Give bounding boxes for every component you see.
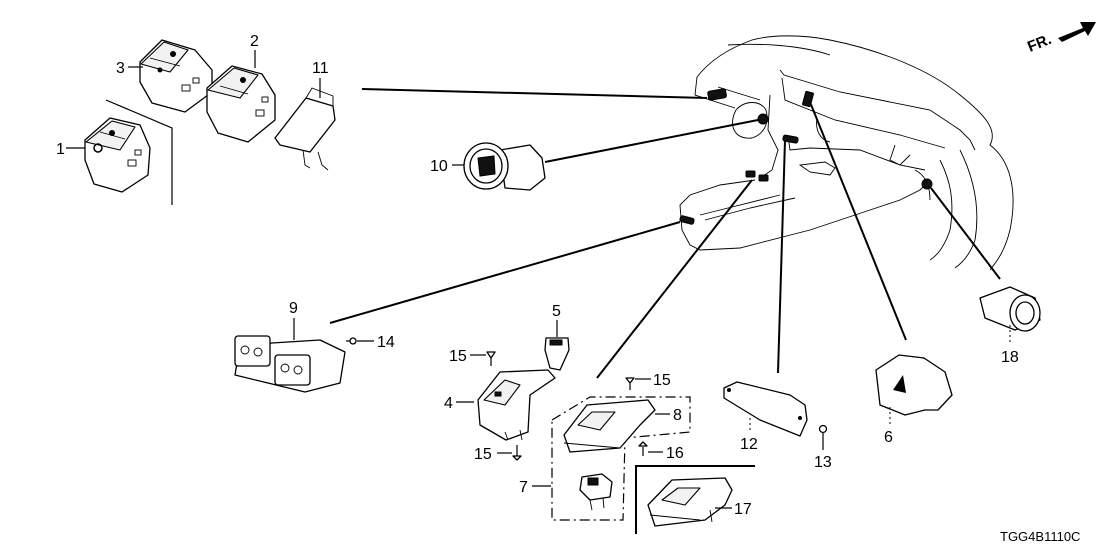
dash-switch-18 <box>921 178 933 190</box>
part-16a-screw[interactable] <box>512 445 522 461</box>
part-15b-screw[interactable] <box>625 377 635 390</box>
callout-7: 7 <box>519 479 528 496</box>
callout-6: 6 <box>884 429 893 446</box>
part-17-switch-bezel[interactable] <box>647 477 733 527</box>
callout-16a: 15 <box>474 446 492 463</box>
callout-3: 3 <box>116 60 125 77</box>
callout-17: 17 <box>734 501 752 518</box>
dash-switch-8a <box>745 170 756 178</box>
callout-16b: 16 <box>666 445 684 462</box>
callout-8: 8 <box>673 407 682 424</box>
callout-15a: 15 <box>449 348 467 365</box>
part-16b-screw[interactable] <box>638 441 648 456</box>
dash-switch-8b <box>758 174 769 182</box>
part-11-cover[interactable] <box>274 87 336 171</box>
dash-switch-12 <box>782 134 799 144</box>
leader-lines <box>329 88 1001 379</box>
dashboard-outline <box>679 35 1014 271</box>
callout-18: 18 <box>1001 349 1019 366</box>
part-8-switch-bezel[interactable] <box>563 399 656 453</box>
dash-switch-10 <box>757 113 769 125</box>
front-direction-indicator: FR. <box>1025 22 1096 56</box>
part-1-switch[interactable] <box>84 117 151 193</box>
callout-4: 4 <box>444 395 453 412</box>
part-14-screw[interactable] <box>346 337 357 345</box>
figure-code: TGG4B1110C <box>1000 529 1080 544</box>
callout-9: 9 <box>289 300 298 317</box>
assembly-7-bracket <box>551 396 691 521</box>
part-18-socket[interactable] <box>979 286 1041 332</box>
part-5-switch[interactable] <box>544 337 570 371</box>
part-6-hazard-switch[interactable] <box>875 354 953 416</box>
dash-switch-11 <box>707 88 727 101</box>
part-4-switch-housing[interactable] <box>477 369 556 441</box>
part-10-start-button[interactable] <box>463 142 546 191</box>
part-3-switch[interactable] <box>139 39 213 113</box>
hazard-triangle-icon <box>893 375 906 393</box>
part-15a-screw[interactable] <box>486 351 496 366</box>
group-divider <box>105 99 173 205</box>
callout-12: 12 <box>740 436 758 453</box>
part-12-switch-strip[interactable] <box>723 381 808 437</box>
fr-label: FR. <box>1025 31 1054 56</box>
callout-5: 5 <box>552 303 561 320</box>
part-17-bracket <box>635 465 755 534</box>
part-9-switch-panel[interactable] <box>234 335 346 393</box>
part-13-screw[interactable] <box>818 424 828 451</box>
callout-11: 11 <box>312 60 329 77</box>
callout-14: 14 <box>377 334 395 351</box>
dash-switch-9 <box>679 215 695 225</box>
callout-10: 10 <box>430 158 448 175</box>
callout-2: 2 <box>250 33 259 50</box>
callout-13: 13 <box>814 454 832 471</box>
part-7-switch[interactable] <box>579 473 613 511</box>
callout-15b: 15 <box>653 372 671 389</box>
part-2-switch[interactable] <box>206 65 276 143</box>
callout-1: 1 <box>56 141 65 158</box>
arrow-right-icon <box>1058 22 1096 42</box>
